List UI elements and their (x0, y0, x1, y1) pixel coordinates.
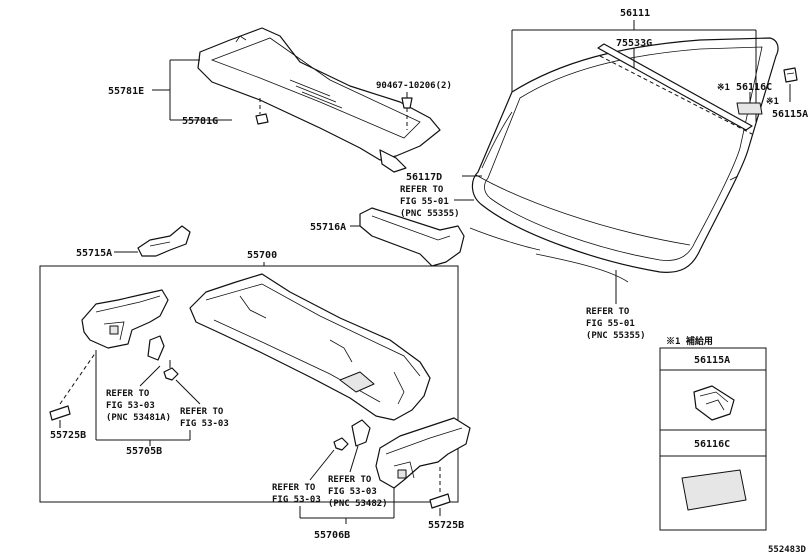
refer-53-03-d-l3: (PNC 53482) (328, 499, 388, 509)
part-55715a (114, 225, 191, 257)
molding-75533g (597, 43, 753, 135)
refer-55-01-top-l2: FIG 55-01 (400, 197, 449, 207)
label-55725b-left: 55725B (50, 430, 86, 441)
label-55700: 55700 (247, 250, 277, 261)
refer-53-03-d-l1: REFER TO (328, 475, 372, 485)
part-55716a (350, 207, 465, 267)
plate-55725b-right (429, 466, 451, 516)
bracket-55706b-small (351, 419, 371, 447)
label-55706b: 55706B (314, 530, 350, 541)
legend-label-56116c: 56116C (694, 439, 730, 450)
label-55781g: 55781G (182, 116, 218, 127)
refer-53-03-d-l2: FIG 53-03 (328, 487, 377, 497)
label-56115a-mark: ※1 (766, 97, 779, 107)
part-56115a (783, 67, 798, 102)
bolt-53481a (163, 360, 179, 381)
refer-53-03-b-l1: REFER TO (180, 407, 224, 417)
group-box-55700 (39, 265, 459, 503)
clip-55781g (255, 98, 269, 125)
legend-title: ※1 補給用 (666, 335, 713, 347)
label-55781e: 55781E (108, 86, 144, 97)
legend-part-56116c (681, 469, 747, 511)
leader-refer-53-03-b (175, 379, 201, 405)
bolt-53482 (333, 437, 349, 451)
refer-55-01-top-l3: (PNC 55355) (400, 209, 460, 219)
refer-53-03-a-l3: (PNC 53481A) (106, 413, 171, 423)
figure-code: 552483D (768, 545, 807, 555)
bracket-55705b-small (147, 335, 165, 361)
part-56116c (736, 92, 763, 115)
refer-55-01-bot-l3: (PNC 55355) (586, 331, 646, 341)
leader-55706b (299, 488, 395, 524)
leader-55705b (95, 350, 191, 446)
label-56115a: 56115A (772, 109, 808, 120)
label-55725b-right: 55725B (428, 520, 464, 531)
plate-55725b-left (49, 351, 97, 428)
refer-55-01-bot-l1: REFER TO (586, 307, 630, 317)
label-90467: 90467-10206(2) (376, 81, 452, 91)
cowl-louver-55781e (197, 27, 441, 173)
label-55705b: 55705B (126, 446, 162, 457)
cowl-panel-55700 (189, 273, 431, 421)
leader-56111 (511, 20, 757, 122)
leader-refer-53-03-c (309, 449, 335, 481)
refer-53-03-a-l2: FIG 53-03 (106, 401, 155, 411)
leader-55781e (152, 59, 232, 121)
bracket-55706b (375, 417, 471, 489)
legend-label-56115a: 56115A (694, 355, 730, 366)
dam-56117d (462, 175, 739, 283)
label-56117d: 56117D (406, 172, 442, 183)
label-56116c-mark: ※1 (717, 83, 730, 93)
refer-55-01-top-l1: REFER TO (400, 185, 444, 195)
refer-55-01-bot-l2: FIG 55-01 (586, 319, 635, 329)
refer-53-03-b-l2: FIG 53-03 (180, 419, 229, 429)
refer-53-03-a-l1: REFER TO (106, 389, 150, 399)
legend-box (659, 347, 767, 531)
label-56116c: 56116C (736, 82, 772, 93)
label-75533g: 75533G (616, 38, 652, 49)
label-55716a: 55716A (310, 222, 346, 233)
refer-53-03-c-l1: REFER TO (272, 483, 316, 493)
leader-refer-53-03-a (139, 365, 161, 387)
windshield-glass (471, 37, 779, 273)
clip-90467 (401, 92, 413, 130)
label-55715a: 55715A (76, 248, 112, 259)
bracket-55705b (81, 289, 169, 349)
legend-part-56115a (693, 385, 735, 421)
leader-refer-53-03-d (349, 445, 359, 473)
refer-53-03-c-l2: FIG 53-03 (272, 495, 321, 505)
label-56111: 56111 (620, 8, 650, 19)
